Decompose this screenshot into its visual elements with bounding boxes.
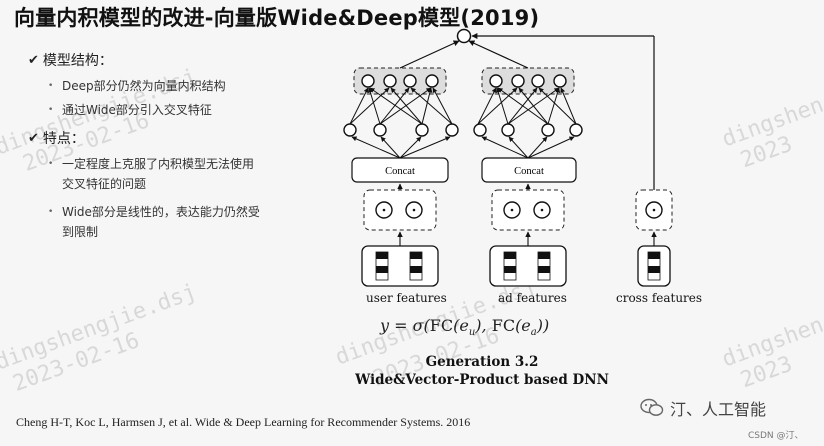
ad-features-label: ad features — [498, 291, 567, 305]
output-node — [456, 28, 472, 44]
ad-embedding-box — [491, 189, 565, 231]
figure-caption-line2: Wide&Vector-Product based DNN — [355, 372, 609, 388]
bullet-dot-icon: • — [48, 105, 54, 115]
bullet-item: •一定程度上克服了内积模型无法使用 — [48, 154, 328, 174]
user-tower-top-layer — [353, 67, 447, 95]
csdn-credit: CSDN @汀、 — [748, 431, 804, 441]
cross-feature-box — [637, 245, 671, 287]
bullet-item: •通过Wide部分引入交叉特征 — [48, 100, 328, 120]
user-hidden-layer — [343, 123, 459, 137]
user-concat-label: Concat — [385, 166, 415, 177]
wechat-icon — [640, 398, 664, 416]
ad-concat-label: Concat — [514, 166, 544, 177]
brand-mark: 汀、人工智能 — [640, 396, 766, 420]
bullet-heading: ✔特点： — [28, 130, 85, 148]
bullet-heading: ✔模型结构： — [28, 52, 113, 70]
architecture-diagram: Concat Concat — [343, 28, 673, 287]
ad-hidden-layer — [473, 123, 583, 137]
bullet-item: •Wide部分是线性的，表达能力仍然受 — [48, 202, 328, 222]
check-icon: ✔ — [28, 130, 39, 146]
citation: Cheng H-T, Koc L, Harmsen J, et al. Wide… — [16, 415, 471, 429]
user-concat-box — [351, 157, 449, 183]
bullet-dot-icon: • — [48, 207, 54, 217]
bullet-dot-icon: • — [48, 81, 54, 91]
figure-caption-line1: Generation 3.2 — [425, 354, 539, 370]
bullet-list: ✔模型结构： •Deep部分仍然为向量内积结构 •通过Wide部分引入交叉特征 … — [28, 50, 328, 246]
check-icon: ✔ — [28, 52, 39, 68]
user-embedding-box — [363, 189, 437, 231]
cross-features-label: cross features — [616, 291, 703, 305]
slide-title: 向量内积模型的改进-向量版Wide&Deep模型(2019) — [14, 6, 540, 30]
user-features-label: user features — [366, 291, 447, 305]
user-feature-box — [361, 245, 439, 287]
bullet-dot-icon: • — [48, 159, 54, 169]
bullet-item: •Deep部分仍然为向量内积结构 — [48, 76, 328, 96]
ad-feature-box — [489, 245, 567, 287]
bullet-item-continued: 交叉特征的问题 — [62, 177, 147, 191]
output-formula: y = σ(FC(eu), FC(ea)) — [380, 316, 550, 339]
brand-name: 汀、人工智能 — [670, 400, 767, 419]
ad-tower-top-layer — [481, 67, 575, 95]
ad-concat-box — [481, 157, 577, 183]
bullet-item-continued: 到限制 — [62, 225, 99, 239]
